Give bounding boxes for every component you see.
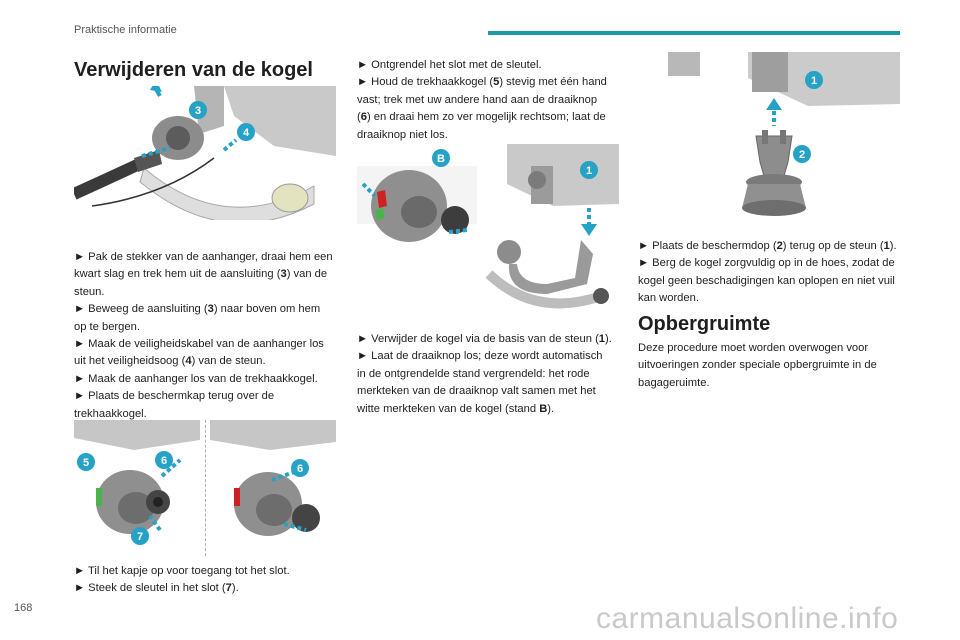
figure-divider — [205, 420, 206, 556]
step-unplug: ► Pak de stekker van de aanhanger, draai… — [74, 251, 333, 298]
figure-replace-cap: 1 2 — [638, 52, 900, 222]
step-remove-ball: ► Verwijder de kogel via de basis van de… — [357, 333, 612, 345]
step-safety-cable: ► Maak de veiligheidskabel van de aanhan… — [74, 338, 324, 368]
step-detach-trailer: ► Maak de aanhanger los van de trekhaakk… — [74, 372, 318, 385]
figure-unplug-trailer: 3 4 — [74, 86, 336, 220]
callout-4: 4 — [243, 127, 250, 139]
section-title-storage: Opbergruimte — [638, 313, 771, 335]
step-store-ball: ► Berg de kogel zorgvuldig op in de hoes… — [638, 257, 895, 305]
callout-6: 6 — [161, 455, 167, 467]
col1-body: ► Pak de stekker van de aanhanger, draai… — [74, 249, 344, 423]
callout-1b: 1 — [811, 75, 817, 87]
step-replace-protective-cap: ► Plaats de beschermdop (2) terug op de … — [638, 240, 897, 252]
callout-1: 1 — [586, 165, 592, 177]
figure-lock-right: 6 — [210, 420, 336, 550]
col1-bottom: ► Til het kapje op voor toegang tot het … — [74, 563, 344, 598]
callout-6b: 6 — [297, 463, 303, 475]
step-unlock: ► Ontgrendel het slot met de sleutel. — [357, 59, 542, 71]
col3-body: ► Plaats de beschermdop (2) terug op de … — [638, 238, 910, 308]
col2-top: ► Ontgrendel het slot met de sleutel. ► … — [357, 57, 629, 144]
figure-remove-ball: B 1 — [357, 144, 619, 312]
step-move-socket: ► Beweeg de aansluiting (3) naar boven o… — [74, 303, 321, 333]
callout-7: 7 — [137, 531, 143, 543]
page-number: 168 — [14, 602, 33, 614]
header-section-label: Praktische informatie — [74, 24, 177, 36]
step-release-knob: ► Laat de draaiknop los; deze wordt auto… — [357, 350, 603, 415]
callout-3: 3 — [195, 105, 201, 117]
callout-2: 2 — [799, 149, 805, 161]
section-title-remove-ball: Verwijderen van de kogel — [74, 59, 313, 81]
col2-bottom: ► Verwijder de kogel via de basis van de… — [357, 331, 629, 418]
step-lift-cap: ► Til het kapje op voor toegang tot het … — [74, 565, 290, 577]
col3-storage: Deze procedure moet worden overwogen voo… — [638, 340, 910, 392]
callout-B: B — [437, 153, 445, 165]
header-accent-rule — [488, 31, 900, 35]
callout-5: 5 — [83, 457, 89, 469]
watermark: carmanualsonline.info — [596, 602, 899, 635]
storage-note: Deze procedure moet worden overwogen voo… — [638, 342, 877, 389]
step-replace-cap: ► Plaats de beschermkap terug over de tr… — [74, 390, 275, 420]
step-hold-ball: ► Houd de trekhaakkogel (5) stevig met é… — [357, 76, 607, 141]
step-insert-key: ► Steek de sleutel in het slot (7). — [74, 582, 239, 595]
figure-lock-left: 5 6 7 — [74, 420, 200, 550]
